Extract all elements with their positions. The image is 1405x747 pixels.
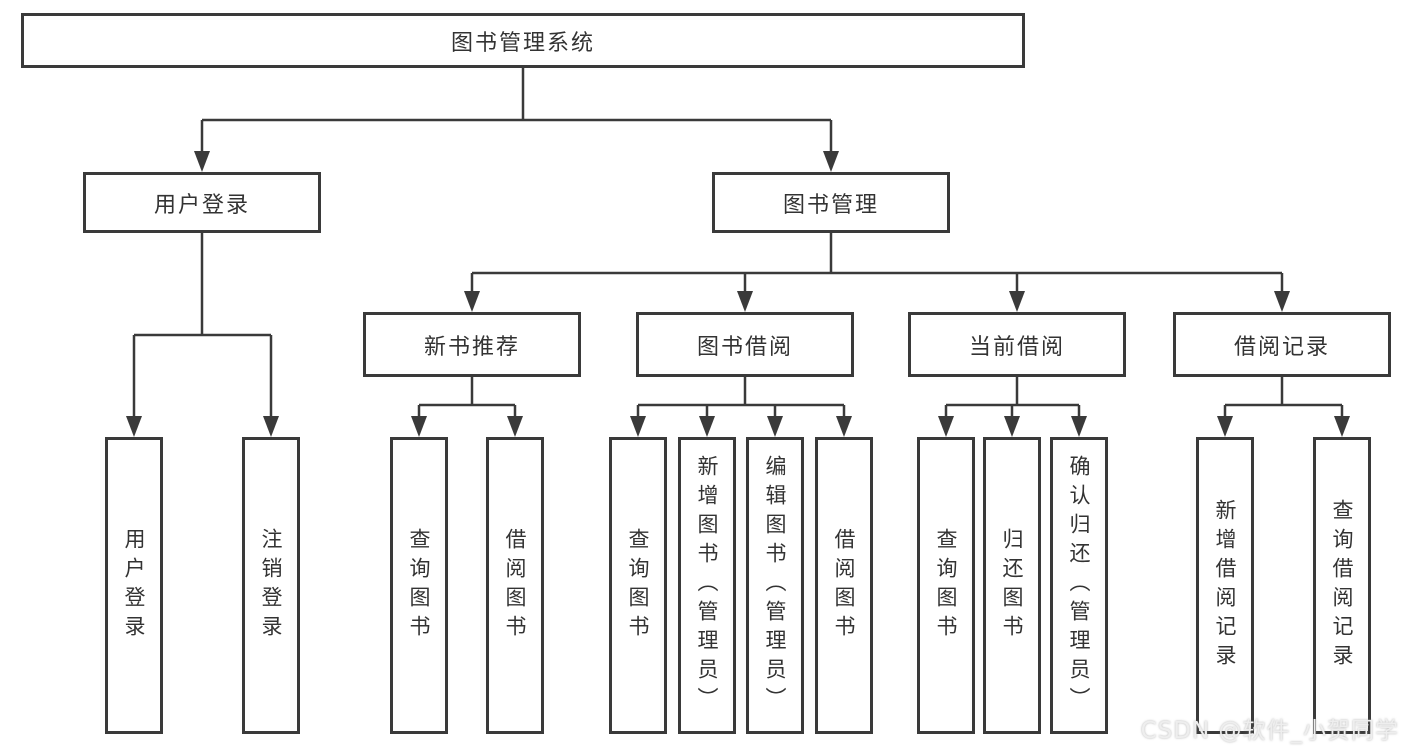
node-borrow-records: 借阅记录 [1173, 312, 1391, 377]
leaf-query-books-1: 查询图书 [390, 437, 448, 734]
connector-root-to-level2 [194, 68, 839, 172]
connector-book-management-children [464, 233, 1290, 312]
leaf-query-books-3: 查询图书 [917, 437, 975, 734]
watermark: CSDN @软件_小贺同学 [1140, 718, 1399, 744]
connector-book-borrow-children [630, 377, 852, 437]
node-book-management: 图书管理 [712, 172, 950, 233]
connector-new-book-recommend-children [411, 377, 523, 437]
leaf-user-login: 用户登录 [105, 437, 163, 734]
connector-user-login-children [126, 233, 279, 437]
connector-current-borrow-children [938, 377, 1087, 437]
leaf-add-borrow-record: 新增借阅记录 [1196, 437, 1254, 734]
leaf-add-book-admin: 新增图书（管理员） [678, 437, 736, 734]
connector-borrow-records-children [1217, 377, 1350, 437]
node-system: 图书管理系统 [21, 13, 1025, 68]
node-current-borrow: 当前借阅 [908, 312, 1126, 377]
leaf-edit-book-admin: 编辑图书（管理员） [746, 437, 804, 734]
leaf-query-borrow-record: 查询借阅记录 [1313, 437, 1371, 734]
leaf-confirm-return-admin: 确认归还（管理员） [1050, 437, 1108, 734]
leaf-query-books-2: 查询图书 [609, 437, 667, 734]
leaf-borrow-books-2: 借阅图书 [815, 437, 873, 734]
node-book-borrow: 图书借阅 [636, 312, 854, 377]
leaf-logout: 注销登录 [242, 437, 300, 734]
leaf-return-books: 归还图书 [983, 437, 1041, 734]
node-new-book-recommend: 新书推荐 [363, 312, 581, 377]
node-user-login: 用户登录 [83, 172, 321, 233]
leaf-borrow-books-1: 借阅图书 [486, 437, 544, 734]
